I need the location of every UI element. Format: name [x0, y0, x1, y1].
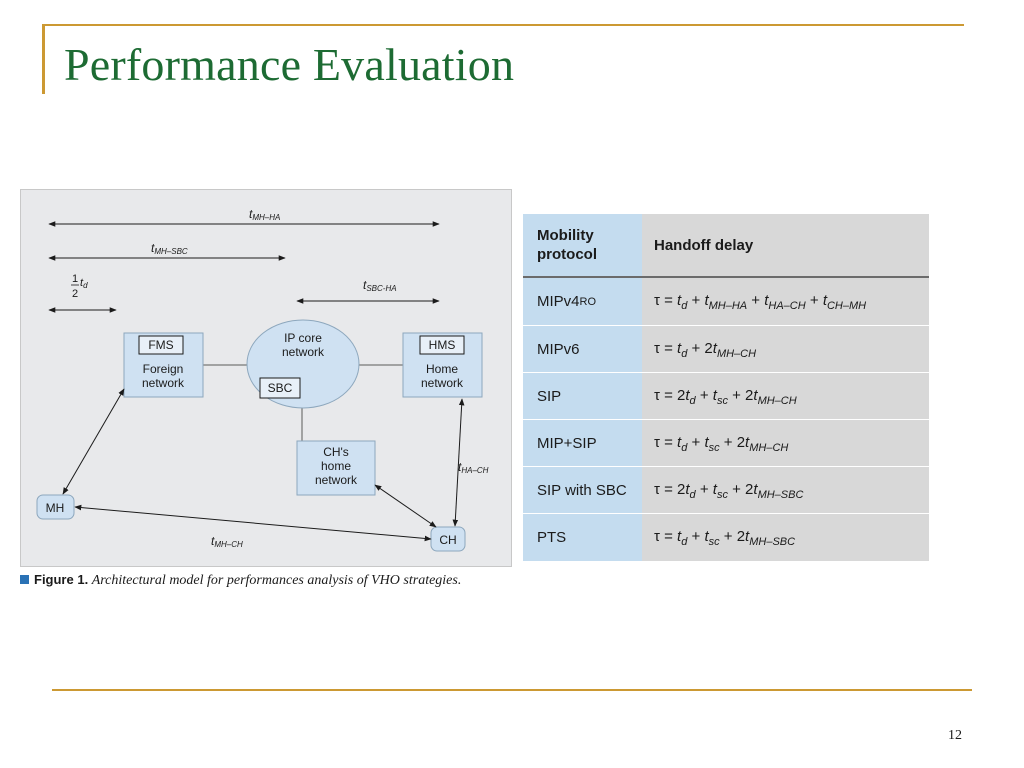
hms-box: [419, 335, 465, 355]
caption-text: Architectural model for performances ana…: [91, 573, 462, 588]
chs-home-network-box: [296, 440, 376, 496]
figure-caption: Figure 1. Architectural model for perfor…: [20, 572, 520, 589]
t-mh-ch-label: tMH–CH: [211, 534, 243, 549]
delay-formula: τ = td + tMH–HA + tHA–CH + tCH–MH: [654, 291, 867, 312]
header-mobility-protocol: Mobility protocol: [523, 214, 642, 276]
foreign-network-label-1: Foreign: [143, 362, 184, 376]
delay-cell: τ = td + tMH–HA + tHA–CH + tCH–MH: [642, 278, 929, 325]
delay-cell: τ = td + tsc + 2tMH–SBC: [642, 514, 929, 561]
table-header-row: Mobility protocol Handoff delay: [523, 214, 929, 278]
header-col1-line1: Mobility: [537, 227, 594, 244]
table-row: SIP τ = 2td + tsc + 2tMH–CH: [523, 372, 929, 420]
half-denominator: 2: [72, 288, 78, 300]
top-accent-line: [42, 24, 964, 26]
architecture-diagram: tMH–HA tMH–SBC 1 2 td tSBC-HA FMS Foreig…: [36, 207, 489, 552]
table-row: SIP with SBC τ = 2td + tsc + 2tMH–SBC: [523, 466, 929, 514]
title-accent-bar: [42, 24, 45, 94]
chs-home-label-2: home: [321, 459, 351, 473]
t-ha-ch-label: tHA–CH: [458, 460, 489, 475]
delay-cell: τ = td + tsc + 2tMH–CH: [642, 420, 929, 467]
t-mh-ha-label: tMH–HA: [249, 207, 280, 222]
chhome-ch-arrow: [374, 484, 437, 528]
table-row: MIP+SIP τ = td + tsc + 2tMH–CH: [523, 419, 929, 467]
sbc-box: [259, 377, 301, 399]
fms-label: FMS: [148, 338, 173, 352]
chs-home-label-3: network: [315, 473, 358, 487]
t-sbc-ha-label: tSBC-HA: [363, 278, 397, 293]
delay-cell: τ = 2td + tsc + 2tMH–CH: [642, 373, 929, 420]
fms-box: [138, 335, 184, 355]
half-numerator: 1: [72, 273, 78, 285]
mh-ch-arrow: [74, 504, 432, 542]
page-number: 12: [948, 728, 962, 743]
delay-cell: τ = 2td + tsc + 2tMH–SBC: [642, 467, 929, 514]
delay-formula: τ = td + tsc + 2tMH–SBC: [654, 527, 796, 548]
protocol-sub: RO: [579, 295, 597, 308]
delay-formula: τ = 2td + tsc + 2tMH–SBC: [654, 480, 804, 501]
hms-label: HMS: [429, 338, 456, 352]
half-td-label: td: [80, 277, 88, 290]
protocol-name: MIPv4: [537, 293, 580, 310]
mh-foreign-arrow: [62, 388, 125, 495]
foreign-network-label-2: network: [142, 376, 185, 390]
ch-label: CH: [439, 533, 456, 547]
header-col1-line2: protocol: [537, 246, 597, 263]
home-ch-arrow: [452, 398, 465, 527]
home-network-label-2: network: [421, 376, 464, 390]
mh-label: MH: [46, 501, 65, 515]
ip-core-label-1: IP core: [284, 331, 322, 345]
bottom-accent-line: [52, 689, 972, 691]
delay-cell: τ = td + 2tMH–CH: [642, 326, 929, 373]
architecture-figure: tMH–HA tMH–SBC 1 2 td tSBC-HA FMS Foreig…: [20, 189, 512, 567]
table-row: MIPv6 τ = td + 2tMH–CH: [523, 325, 929, 373]
delay-formula: τ = 2td + tsc + 2tMH–CH: [654, 386, 797, 407]
delay-formula: τ = td + 2tMH–CH: [654, 339, 757, 360]
t-mh-sbc-label: tMH–SBC: [151, 241, 188, 256]
ip-core-label-2: network: [282, 345, 325, 359]
sbc-label: SBC: [268, 381, 293, 395]
chs-home-label-1: CH's: [323, 445, 349, 459]
caption-marker-icon: [20, 575, 29, 584]
caption-label: Figure 1.: [34, 572, 89, 587]
protocol-cell: SIP: [523, 373, 642, 420]
protocol-cell: SIP with SBC: [523, 467, 642, 514]
table-row: PTS τ = td + tsc + 2tMH–SBC: [523, 513, 929, 561]
home-network-label-1: Home: [426, 362, 458, 376]
delay-formula: τ = td + tsc + 2tMH–CH: [654, 433, 789, 454]
slide-title: Performance Evaluation: [64, 39, 515, 90]
protocol-cell: PTS: [523, 514, 642, 561]
header-handoff-delay: Handoff delay: [642, 214, 929, 276]
protocol-cell: MIP+SIP: [523, 420, 642, 467]
mh-node: [36, 494, 75, 520]
protocol-cell: MIPv6: [523, 326, 642, 373]
